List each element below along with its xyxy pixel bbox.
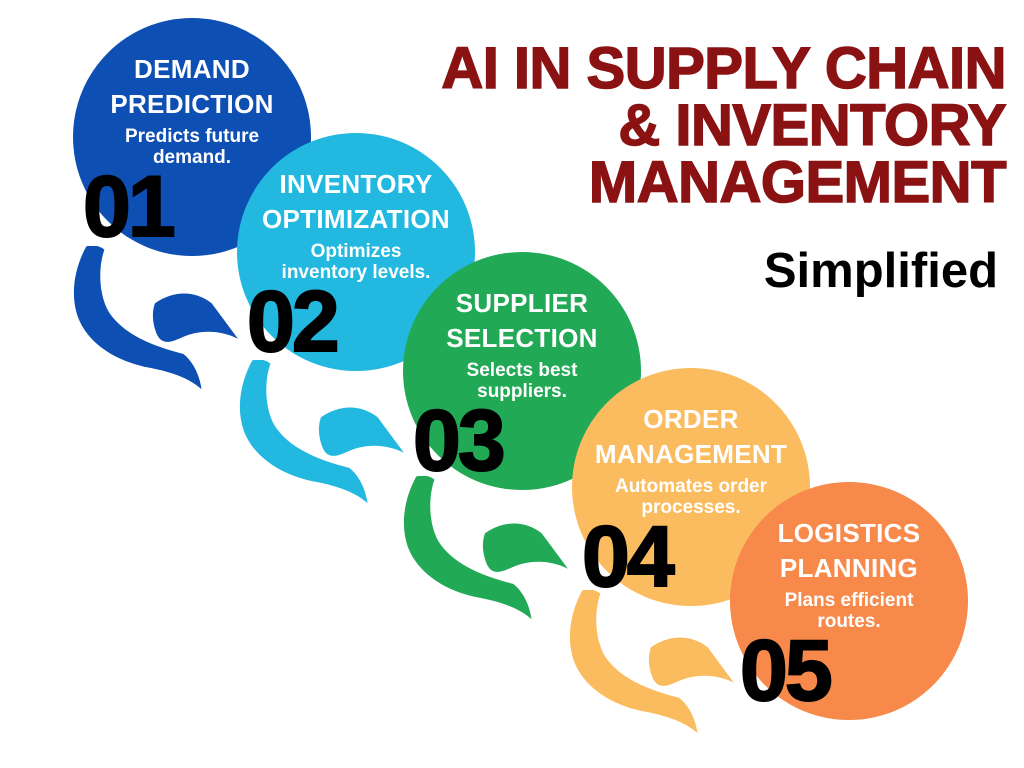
step-circle-demand-prediction: DEMAND PREDICTION Predicts future demand… [73, 18, 311, 256]
step-description-line-1: Plans efficient [784, 590, 914, 611]
step-description-line-1: Predicts future [124, 126, 260, 147]
step-circle-logistics-planning: LOGISTICS PLANNING Plans efficient route… [730, 482, 968, 720]
step-description-line-2: suppliers. [477, 381, 567, 402]
step-number: 03 [412, 393, 507, 489]
step-description-line-2: demand. [152, 147, 232, 168]
step-description-line-1: Selects best [466, 360, 578, 381]
step-heading: INVENTORY OPTIMIZATION [237, 167, 475, 237]
page-title: AI IN SUPPLY CHAIN & INVENTORY MANAGEMEN… [441, 36, 1008, 215]
step-description: Optimizes inventory levels. [237, 241, 475, 283]
curved-arrow-icon-3 [400, 476, 572, 624]
step-description-line-1: Optimizes [310, 241, 402, 262]
step-description: Predicts future demand. [73, 126, 311, 168]
step-heading: SUPPLIER SELECTION [403, 286, 641, 356]
step-description: Automates order processes. [572, 476, 810, 518]
step-heading-line-1: DEMAND [134, 54, 250, 84]
step-heading: DEMAND PREDICTION [73, 52, 311, 122]
curved-arrow-icon-1 [70, 246, 242, 394]
step-description: Selects best suppliers. [403, 360, 641, 402]
step-description: Plans efficient routes. [730, 590, 968, 632]
step-description-line-2: processes. [641, 497, 741, 518]
step-heading-line-2: OPTIMIZATION [262, 204, 450, 234]
step-number: 02 [246, 274, 341, 370]
step-description-line-2: inventory levels. [281, 262, 431, 283]
step-circle-order-management: ORDER MANAGEMENT Automates order process… [572, 368, 810, 606]
step-description-line-1: Automates order [614, 476, 768, 497]
step-heading-line-2: SELECTION [446, 323, 598, 353]
step-description-line-2: routes. [817, 611, 881, 632]
curved-arrow-icon-2 [236, 360, 408, 508]
step-heading-line-1: LOGISTICS [777, 518, 921, 548]
step-heading-line-2: PLANNING [779, 553, 919, 583]
step-heading-line-2: PREDICTION [110, 89, 274, 119]
step-heading-line-1: ORDER [643, 404, 739, 434]
title-line-3: MANAGEMENT [588, 150, 1007, 215]
step-heading-line-1: SUPPLIER [455, 288, 589, 318]
step-heading-line-1: INVENTORY [279, 169, 433, 199]
step-heading-line-2: MANAGEMENT [594, 439, 788, 469]
step-number: 04 [581, 509, 676, 605]
step-heading: ORDER MANAGEMENT [572, 402, 810, 472]
title-line-2: & INVENTORY [618, 93, 1008, 158]
subtitle: Simplified [763, 244, 998, 298]
step-number: 05 [739, 623, 834, 719]
title-line-1: AI IN SUPPLY CHAIN [441, 36, 1008, 101]
curved-arrow-icon-4 [566, 590, 738, 738]
step-heading: LOGISTICS PLANNING [730, 516, 968, 586]
step-number: 01 [82, 159, 177, 255]
